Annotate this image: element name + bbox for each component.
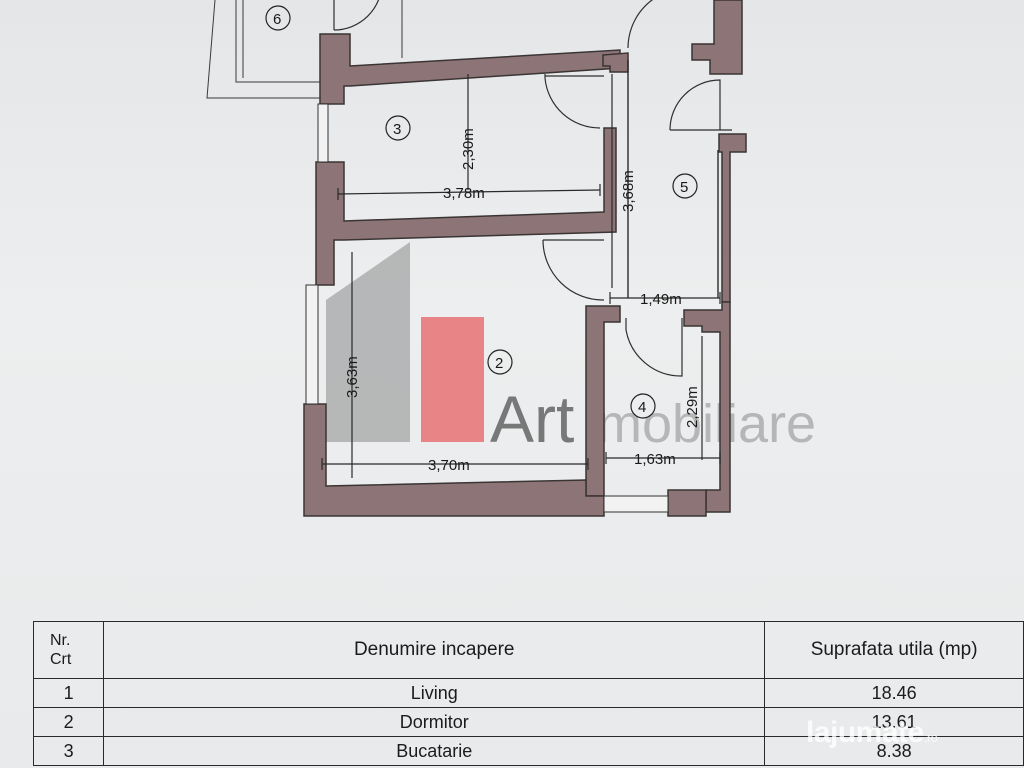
logo-red-shape xyxy=(421,317,484,442)
room-2-height: 3,63m xyxy=(344,356,361,398)
room-5-number: 5 xyxy=(680,179,688,196)
entry-door xyxy=(627,0,654,49)
wall-left-mid xyxy=(315,127,617,286)
room-2-number-circle xyxy=(487,349,513,375)
table-header-row: Nr. Crt Denumire incapere Suprafata util… xyxy=(32,621,1024,679)
room-6-inner xyxy=(235,0,320,83)
room-6-number: 6 xyxy=(273,11,281,28)
window-room2 xyxy=(305,284,319,405)
site-watermark: lajumate.ro xyxy=(806,716,938,750)
room-3-number-circle xyxy=(385,115,411,141)
walls xyxy=(303,0,747,517)
wall-bottom-right xyxy=(667,489,707,517)
wall-top-left xyxy=(319,33,621,105)
room-5-number-circle xyxy=(672,173,698,199)
room-area-table: Nr. Crt Denumire incapere Suprafata util… xyxy=(32,621,1024,766)
row-name: Living xyxy=(103,678,766,708)
room-5-height: 3,68m xyxy=(620,170,637,212)
table-row: 1 Living 18.46 xyxy=(32,678,1024,708)
room-6-outline xyxy=(206,0,320,99)
room-2-door xyxy=(542,239,605,301)
logo-text: Art xyxy=(490,382,574,456)
room-6: 6 xyxy=(206,0,403,99)
room-3-number: 3 xyxy=(393,121,401,138)
row-area: 18.46 xyxy=(764,678,1024,708)
table-row: 3 Bucatarie 8.38 xyxy=(32,736,1024,766)
table-row: 2 Dormitor 13.61 xyxy=(32,707,1024,737)
agency-logo: Art imobiliare xyxy=(326,242,816,456)
room-3-width: 3,78m xyxy=(443,185,485,202)
wall-bottom-left xyxy=(303,403,605,517)
room-3: 2,30m 3,78m 3 xyxy=(337,74,604,202)
room-2: 3,63m 3,70m 2 xyxy=(321,239,605,478)
room-4-door xyxy=(625,318,683,377)
header-area: Suprafata utila (mp) xyxy=(764,621,1024,679)
watermark-suffix: .ro xyxy=(923,730,938,745)
logo-gray-shape xyxy=(326,242,410,442)
room-6-door xyxy=(333,0,380,31)
wall-top-right xyxy=(691,0,743,75)
wall-right-room5 xyxy=(718,133,747,303)
header-name: Denumire incapere xyxy=(103,621,766,679)
room-4-number-circle xyxy=(630,393,656,419)
room-4-width: 1,63m xyxy=(634,451,676,468)
room-3-height: 2,30m xyxy=(460,128,477,170)
header-nr-line1: Nr. xyxy=(50,632,71,649)
wall-top-mid xyxy=(602,52,629,73)
header-nr-line2: Crt xyxy=(50,651,72,668)
room-3-dim-horizontal xyxy=(337,189,601,195)
room-4-number: 4 xyxy=(638,399,646,416)
room-5-door xyxy=(669,79,732,131)
watermark-text: lajumate xyxy=(806,716,924,749)
logo-suffix: imobiliare xyxy=(585,394,816,454)
room-3-door xyxy=(544,74,601,129)
window-room3 xyxy=(317,103,329,163)
room-2-number: 2 xyxy=(495,355,503,372)
room-5: 5 3,68m 1,49m xyxy=(609,0,732,308)
windows xyxy=(305,103,669,513)
row-name: Dormitor xyxy=(103,707,766,737)
row-nr: 2 xyxy=(32,707,105,737)
header-nr: Nr. Crt xyxy=(32,621,105,679)
row-nr: 3 xyxy=(32,736,105,766)
room-6-number-circle xyxy=(265,5,291,31)
room-2-width: 3,70m xyxy=(428,457,470,474)
room-5-width: 1,49m xyxy=(640,291,682,308)
window-room4 xyxy=(603,495,669,513)
room-4-height: 2,29m xyxy=(684,386,701,428)
row-area: 8.38 xyxy=(764,736,1024,766)
row-name: Bucatarie xyxy=(103,736,766,766)
row-area: 13.61 xyxy=(764,707,1024,737)
room-4: 1,63m 2,29m 4 xyxy=(605,318,721,468)
floor-plan: Art imobiliare 6 xyxy=(206,0,816,517)
row-nr: 1 xyxy=(32,678,105,708)
